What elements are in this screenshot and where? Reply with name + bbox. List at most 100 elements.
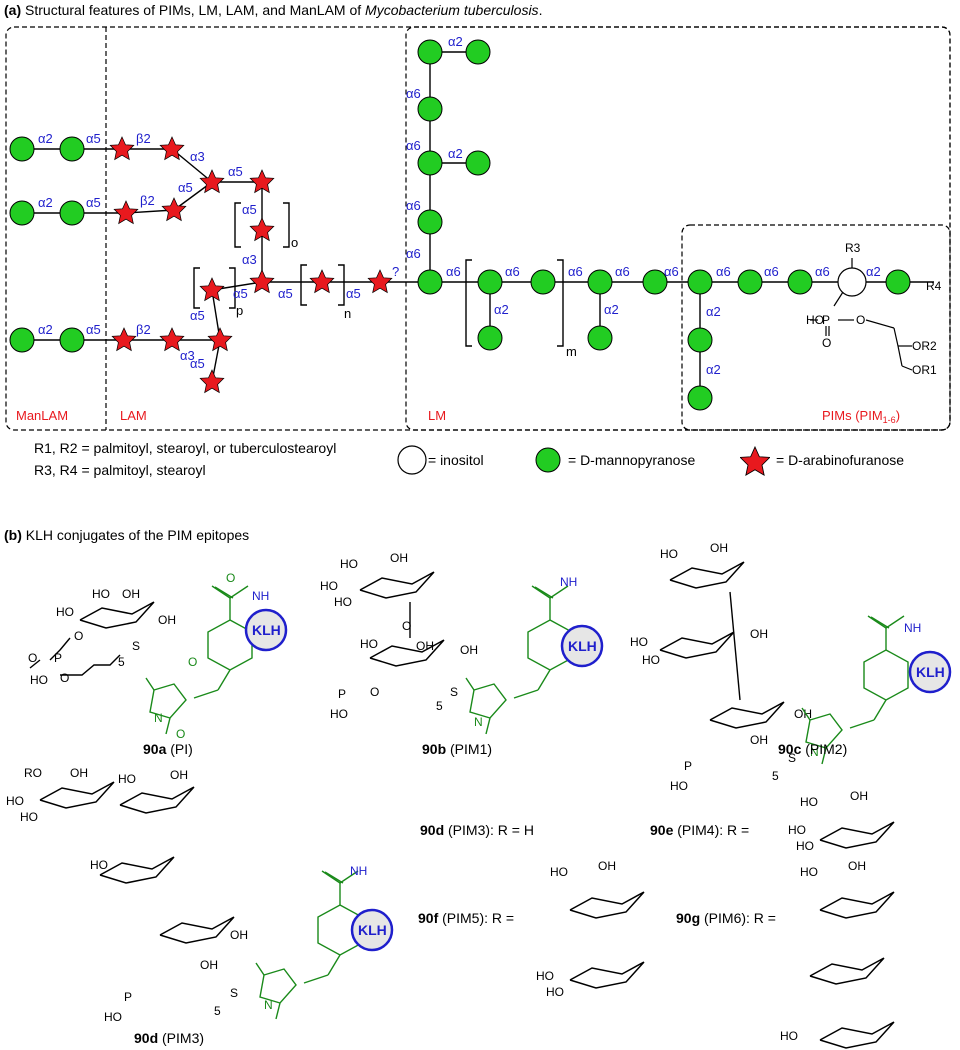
svg-text:α6: α6	[568, 264, 583, 279]
svg-text:N: N	[264, 998, 273, 1012]
svg-text:OR2: OR2	[912, 339, 937, 353]
pi-substituents: R3 R4 HO P O O OR2 OR1	[806, 241, 942, 377]
lm-label: LM	[428, 408, 446, 423]
svg-text:O: O	[188, 655, 197, 669]
mannose-legend-text: = D-mannopyranose	[568, 452, 696, 468]
r-group-90g: HO OH HO	[780, 859, 895, 1049]
mannose-circle	[587, 325, 613, 351]
repeat-brackets	[193, 202, 564, 347]
arabinose-legend-text: = D-arabinofuranose	[776, 452, 905, 468]
svg-text:α5: α5	[233, 286, 248, 301]
svg-text:OH: OH	[848, 859, 866, 873]
svg-text:OH: OH	[850, 789, 868, 803]
svg-text:HO: HO	[20, 810, 38, 824]
svg-text:OH: OH	[170, 768, 188, 782]
manlam-label: ManLAM	[16, 408, 68, 423]
svg-text:HO: HO	[360, 637, 378, 651]
svg-text:α2: α2	[38, 195, 53, 210]
svg-text:P: P	[822, 313, 830, 327]
svg-text:P: P	[124, 990, 132, 1004]
svg-text:α5: α5	[278, 286, 293, 301]
mannose-circle	[687, 385, 713, 411]
svg-text:S: S	[788, 751, 796, 765]
svg-text:β2: β2	[140, 193, 155, 208]
svg-text:OR1: OR1	[912, 363, 937, 377]
mannose-circle	[9, 200, 35, 226]
svg-text:α2: α2	[38, 322, 53, 337]
svg-text:O: O	[74, 629, 83, 643]
svg-text:O: O	[60, 671, 69, 685]
mannose-circle	[787, 269, 813, 295]
svg-text:α6: α6	[406, 86, 421, 101]
part-a-title-end: .	[538, 2, 543, 18]
svg-text:R3: R3	[845, 241, 861, 255]
svg-text:α5: α5	[190, 356, 205, 371]
svg-text:α2: α2	[494, 302, 509, 317]
svg-text:HO: HO	[642, 653, 660, 667]
svg-text:α6: α6	[406, 198, 421, 213]
r-variant-90g: 90g (PIM6): R =	[676, 910, 776, 926]
svg-text:HO: HO	[670, 779, 688, 793]
svg-text:O: O	[226, 571, 235, 585]
manlam-region	[5, 26, 951, 431]
r3-r4-definition: R3, R4 = palmitoyl, stearoyl	[34, 462, 206, 478]
svg-text:OH: OH	[230, 928, 248, 942]
svg-text:5: 5	[436, 699, 443, 713]
svg-text:α2: α2	[38, 131, 53, 146]
arabinose-star	[199, 369, 225, 393]
mannose-circle	[9, 327, 35, 353]
svg-text:NH: NH	[904, 621, 921, 635]
svg-text:OH: OH	[158, 613, 176, 627]
svg-text:N: N	[474, 715, 483, 729]
svg-text:OH: OH	[598, 859, 616, 873]
mannose-circle	[737, 269, 763, 295]
part-a-title-text: Structural features of PIMs, LM, LAM, an…	[25, 2, 362, 18]
inositol-legend-icon	[397, 445, 427, 475]
svg-text:S: S	[450, 685, 458, 699]
svg-text:α5: α5	[86, 322, 101, 337]
svg-text:5: 5	[772, 769, 779, 783]
svg-text:α3: α3	[190, 149, 205, 164]
svg-text:P: P	[684, 759, 692, 773]
svg-text:O: O	[28, 651, 37, 665]
pims-label: PIMs (PIM1-6)	[822, 408, 900, 425]
inositol-legend-text: = inositol	[428, 452, 484, 468]
svg-text:O: O	[370, 685, 379, 699]
arabinose-star	[111, 327, 137, 351]
arabinose-star	[367, 269, 393, 293]
mannose-circle	[59, 327, 85, 353]
svg-text:α6: α6	[446, 264, 461, 279]
svg-text:OH: OH	[750, 733, 768, 747]
svg-text:OH: OH	[390, 551, 408, 565]
svg-text:α6: α6	[716, 264, 731, 279]
svg-text:OH: OH	[750, 627, 768, 641]
svg-text:HO: HO	[800, 865, 818, 879]
mannose-circle	[417, 96, 443, 122]
svg-text:HO: HO	[340, 557, 358, 571]
svg-text:HO: HO	[550, 865, 568, 879]
svg-text:α2: α2	[604, 302, 619, 317]
lm-region	[405, 26, 951, 431]
phosphatidyl-anchor	[810, 258, 913, 371]
svg-text:α6: α6	[615, 264, 630, 279]
svg-text:α2: α2	[448, 34, 463, 49]
klh-conjugates-structures: HO OH HO OH O P O HO O 5 S N O O O NH KL…	[6, 541, 952, 1049]
compound-90c-label: 90c (PIM2)	[778, 741, 848, 757]
legend-icons	[397, 445, 561, 475]
svg-text:β2: β2	[136, 322, 151, 337]
svg-text:OH: OH	[200, 958, 218, 972]
svg-text:α3: α3	[180, 348, 195, 363]
arabinose-star	[199, 169, 225, 193]
svg-text:p: p	[236, 303, 243, 318]
part-a-label: (a)	[4, 2, 22, 18]
svg-text:HO: HO	[660, 547, 678, 561]
svg-text:HO: HO	[800, 795, 818, 809]
r-variant-90d: 90d (PIM3): R = H	[420, 822, 534, 838]
mannose-circle	[417, 39, 443, 65]
mannose-legend-icon	[535, 447, 561, 473]
compound-90b-label: 90b (PIM1)	[422, 741, 493, 757]
svg-text:HO: HO	[630, 635, 648, 649]
mannose-circle	[477, 269, 503, 295]
svg-text:HO: HO	[536, 969, 554, 983]
part-b-label: (b)	[4, 527, 22, 543]
